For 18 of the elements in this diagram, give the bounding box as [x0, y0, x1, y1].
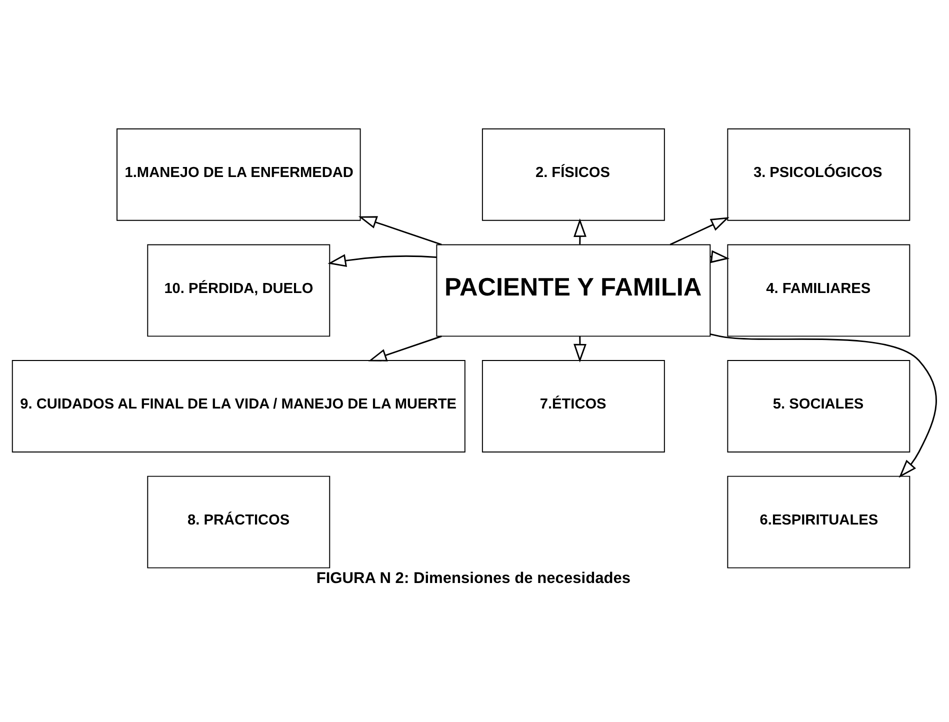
node-box: 3. PSICOLÓGICOS: [727, 128, 910, 221]
arrow: [358, 216, 442, 246]
node-box: 2. FÍSICOS: [482, 128, 665, 221]
node-box: 6.ESPIRITUALES: [727, 476, 910, 568]
arrow: [368, 336, 442, 362]
node-box: 4. FAMILIARES: [727, 244, 910, 337]
caption: FIGURA N 2: Dimensiones de necesidades: [316, 570, 631, 588]
node-box: 5. SOCIALES: [727, 360, 910, 452]
arrow: [710, 333, 937, 478]
arrow: [574, 336, 586, 362]
node-box: 7.ÉTICOS: [482, 360, 665, 452]
arrow: [328, 254, 436, 267]
node-box: 9. CUIDADOS AL FINAL DE LA VIDA / MANEJO DE LA MUERTE: [12, 360, 466, 452]
arrow: [574, 218, 586, 244]
node-box: 10. PÉRDIDA, DUELO: [147, 244, 330, 337]
node-box: 1.MANEJO DE LA ENFERMEDAD: [116, 128, 361, 221]
arrow: [670, 217, 730, 246]
node-box: 8. PRÁCTICOS: [147, 476, 330, 568]
